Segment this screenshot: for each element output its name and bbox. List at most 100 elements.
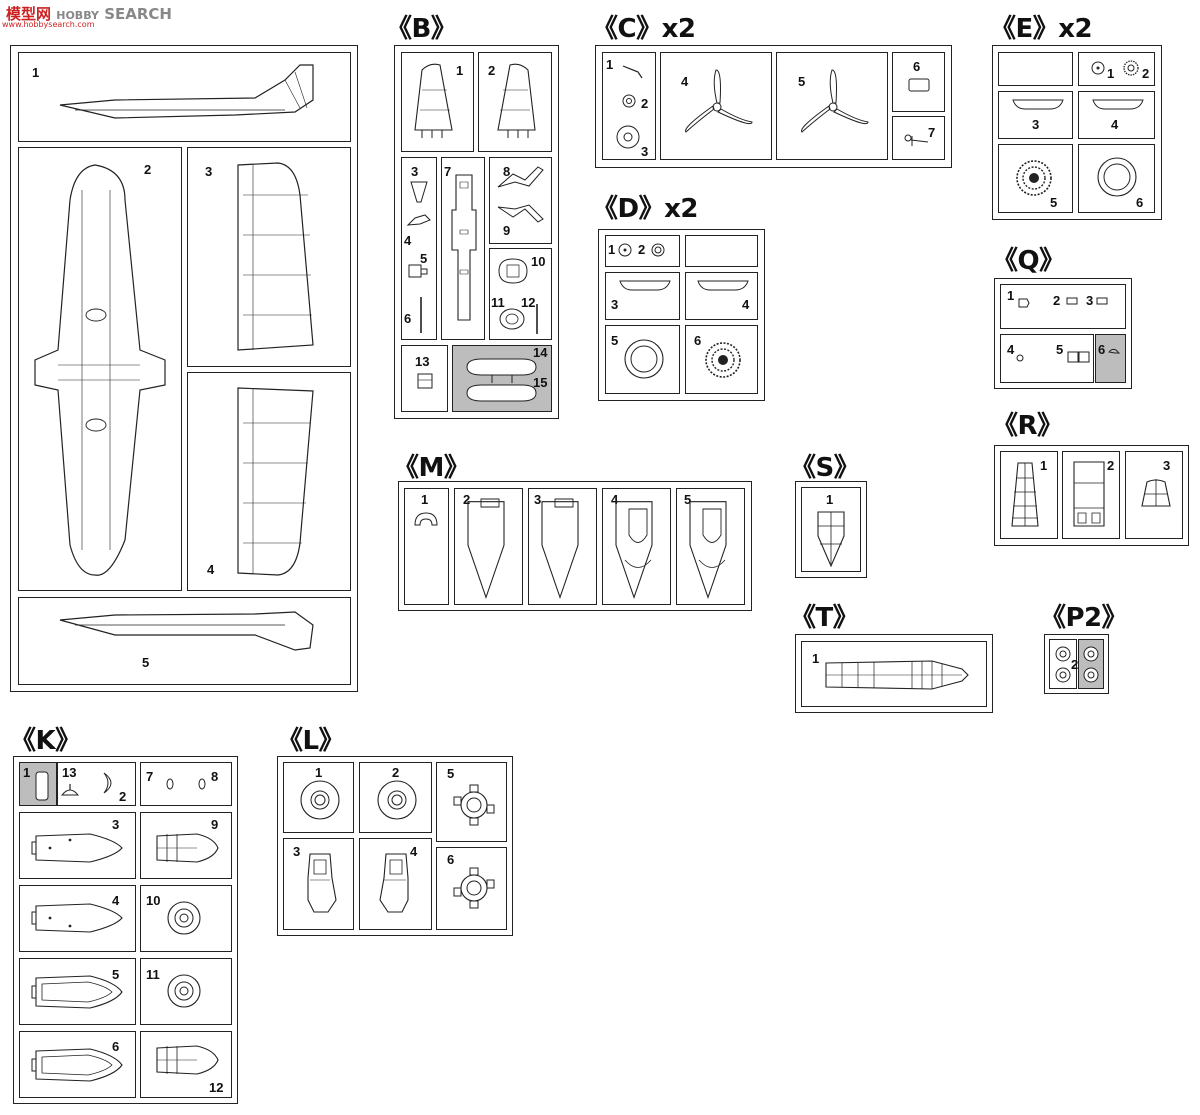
- tail-fin-part: [410, 60, 460, 138]
- engine-cowl-part: [152, 828, 222, 868]
- pin-part: [534, 302, 540, 336]
- part-number: 2: [638, 242, 646, 257]
- sprue-q-part6-cell: [1095, 334, 1126, 383]
- sprue-e-part1-2-cell: [1078, 52, 1155, 86]
- sprue-k-part11-cell: [140, 958, 232, 1025]
- part-number: 2: [488, 63, 496, 78]
- sprue-a-part3-cell: [187, 147, 351, 367]
- wheel-part-2: [1080, 644, 1102, 686]
- small-disc-part: [1090, 60, 1106, 76]
- part-number: 2: [1107, 458, 1115, 473]
- watermark-prefix: HOBBY: [56, 9, 99, 22]
- sprue-m-part1-cell: [404, 488, 449, 605]
- part-number: 7: [928, 125, 936, 140]
- sprue-l-part2-cell: [359, 762, 432, 833]
- sprue-b-part10-12-cell: [489, 248, 552, 340]
- seat-frame-part: [1070, 458, 1108, 530]
- wheel-hub-part: [164, 898, 204, 938]
- sprue-d-title: 《D》x2: [592, 194, 698, 224]
- fuselage-side-part: [55, 60, 325, 130]
- sprue-k-title: 《K》: [10, 726, 81, 756]
- propeller-part-2: [788, 62, 878, 152]
- part-number: 4: [1111, 117, 1119, 132]
- sprue-l-part4-cell: [359, 838, 432, 930]
- part-number: 6: [913, 59, 921, 74]
- sprue-c-title: 《C》x2: [592, 14, 696, 44]
- sprue-b-part2-cell: [478, 52, 552, 152]
- nacelle-half-part-2: [30, 898, 126, 938]
- part-number: 1: [1040, 458, 1048, 473]
- part-number: 1: [606, 57, 614, 72]
- sprue-m-part2-cell: [454, 488, 523, 605]
- exhaust-bar-part-2: [695, 278, 751, 294]
- landing-gear-strut-part-2: [493, 197, 549, 227]
- part-number: 1: [315, 765, 323, 780]
- nacelle-half-part: [30, 828, 126, 868]
- sprue-k-part4-cell: [19, 885, 136, 952]
- sprue-d-part5-cell: [605, 325, 680, 394]
- part-number: 5: [142, 655, 150, 670]
- part-number: 3: [611, 297, 619, 312]
- cockpit-floor-part: [448, 170, 480, 330]
- small-washer-part: [620, 92, 638, 110]
- sprue-l-part3-cell: [283, 838, 354, 930]
- part-number: 10: [146, 893, 161, 908]
- part-number: 3: [1032, 117, 1040, 132]
- nose-section-part: [467, 495, 505, 598]
- canopy-small-part: [1139, 479, 1173, 510]
- nose-glazing-part-2: [689, 501, 727, 598]
- cowling-ring-part: [622, 337, 666, 381]
- tiny-tab-part: [1066, 296, 1078, 306]
- part-number: 5: [1056, 342, 1064, 357]
- part-number: 9: [211, 817, 219, 832]
- part-number: 8: [211, 769, 219, 784]
- sprue-l-part6-cell: [436, 847, 507, 930]
- sprue-e-title: 《E》x2: [990, 14, 1093, 44]
- small-bracket-part: [409, 180, 429, 205]
- part-number: 6: [447, 852, 455, 867]
- tiny-plate-part: [1017, 297, 1031, 309]
- canopy-arch-part: [412, 510, 440, 528]
- small-lever-part: [902, 132, 934, 146]
- part-number: 4: [1007, 342, 1015, 357]
- sprue-b-part1-cell: [401, 52, 474, 152]
- part-number: 7: [444, 164, 452, 179]
- part-number: 1: [23, 765, 31, 780]
- tiny-dot-part: [1015, 353, 1025, 363]
- sprue-d-empty-cell: [685, 235, 758, 267]
- part-number: 5: [447, 766, 455, 781]
- sprue-a-part4-cell: [187, 372, 351, 591]
- sprue-e-empty-cell: [998, 52, 1073, 86]
- part-number: 4: [112, 893, 120, 908]
- tiny-hook-part: [1107, 346, 1121, 356]
- sprue-p2-title: 《P2》: [1040, 603, 1128, 633]
- sprue-l-part1-cell: [283, 762, 354, 833]
- sprue-k-part5-cell: [19, 958, 136, 1025]
- part-number: 2: [1142, 66, 1150, 81]
- sprue-b-part13-cell: [401, 345, 448, 412]
- watermark-url: www.hobbysearch.com: [2, 20, 95, 29]
- exhaust-bar-part: [617, 278, 673, 294]
- part-number: 5: [112, 967, 120, 982]
- small-box-part: [907, 77, 931, 93]
- part-number: 15: [533, 375, 548, 390]
- wheel-hub-part-2: [164, 971, 204, 1011]
- wing-part: [30, 160, 165, 580]
- nose-section-part-2: [541, 495, 579, 598]
- cowling-ring-part: [1095, 155, 1139, 199]
- part-number: 7: [146, 769, 154, 784]
- sprue-e-part4-cell: [1078, 91, 1155, 139]
- sprue-d-part4-cell: [685, 272, 758, 320]
- part-number: 13: [415, 354, 430, 369]
- sprue-t-title: 《T》: [790, 603, 859, 633]
- small-gear-part: [650, 242, 666, 258]
- sprue-c-part7-cell: [892, 116, 945, 160]
- gear-bay-part-2: [374, 850, 416, 916]
- sprue-k-part10-cell: [140, 885, 232, 952]
- part-number: 4: [410, 844, 418, 859]
- engine-cowl-part-2: [152, 1040, 222, 1080]
- exhaust-collector-part-2: [452, 866, 496, 910]
- part-number: 12: [521, 295, 536, 310]
- exhaust-bar-part-2: [1090, 97, 1146, 113]
- rod-part: [418, 295, 424, 335]
